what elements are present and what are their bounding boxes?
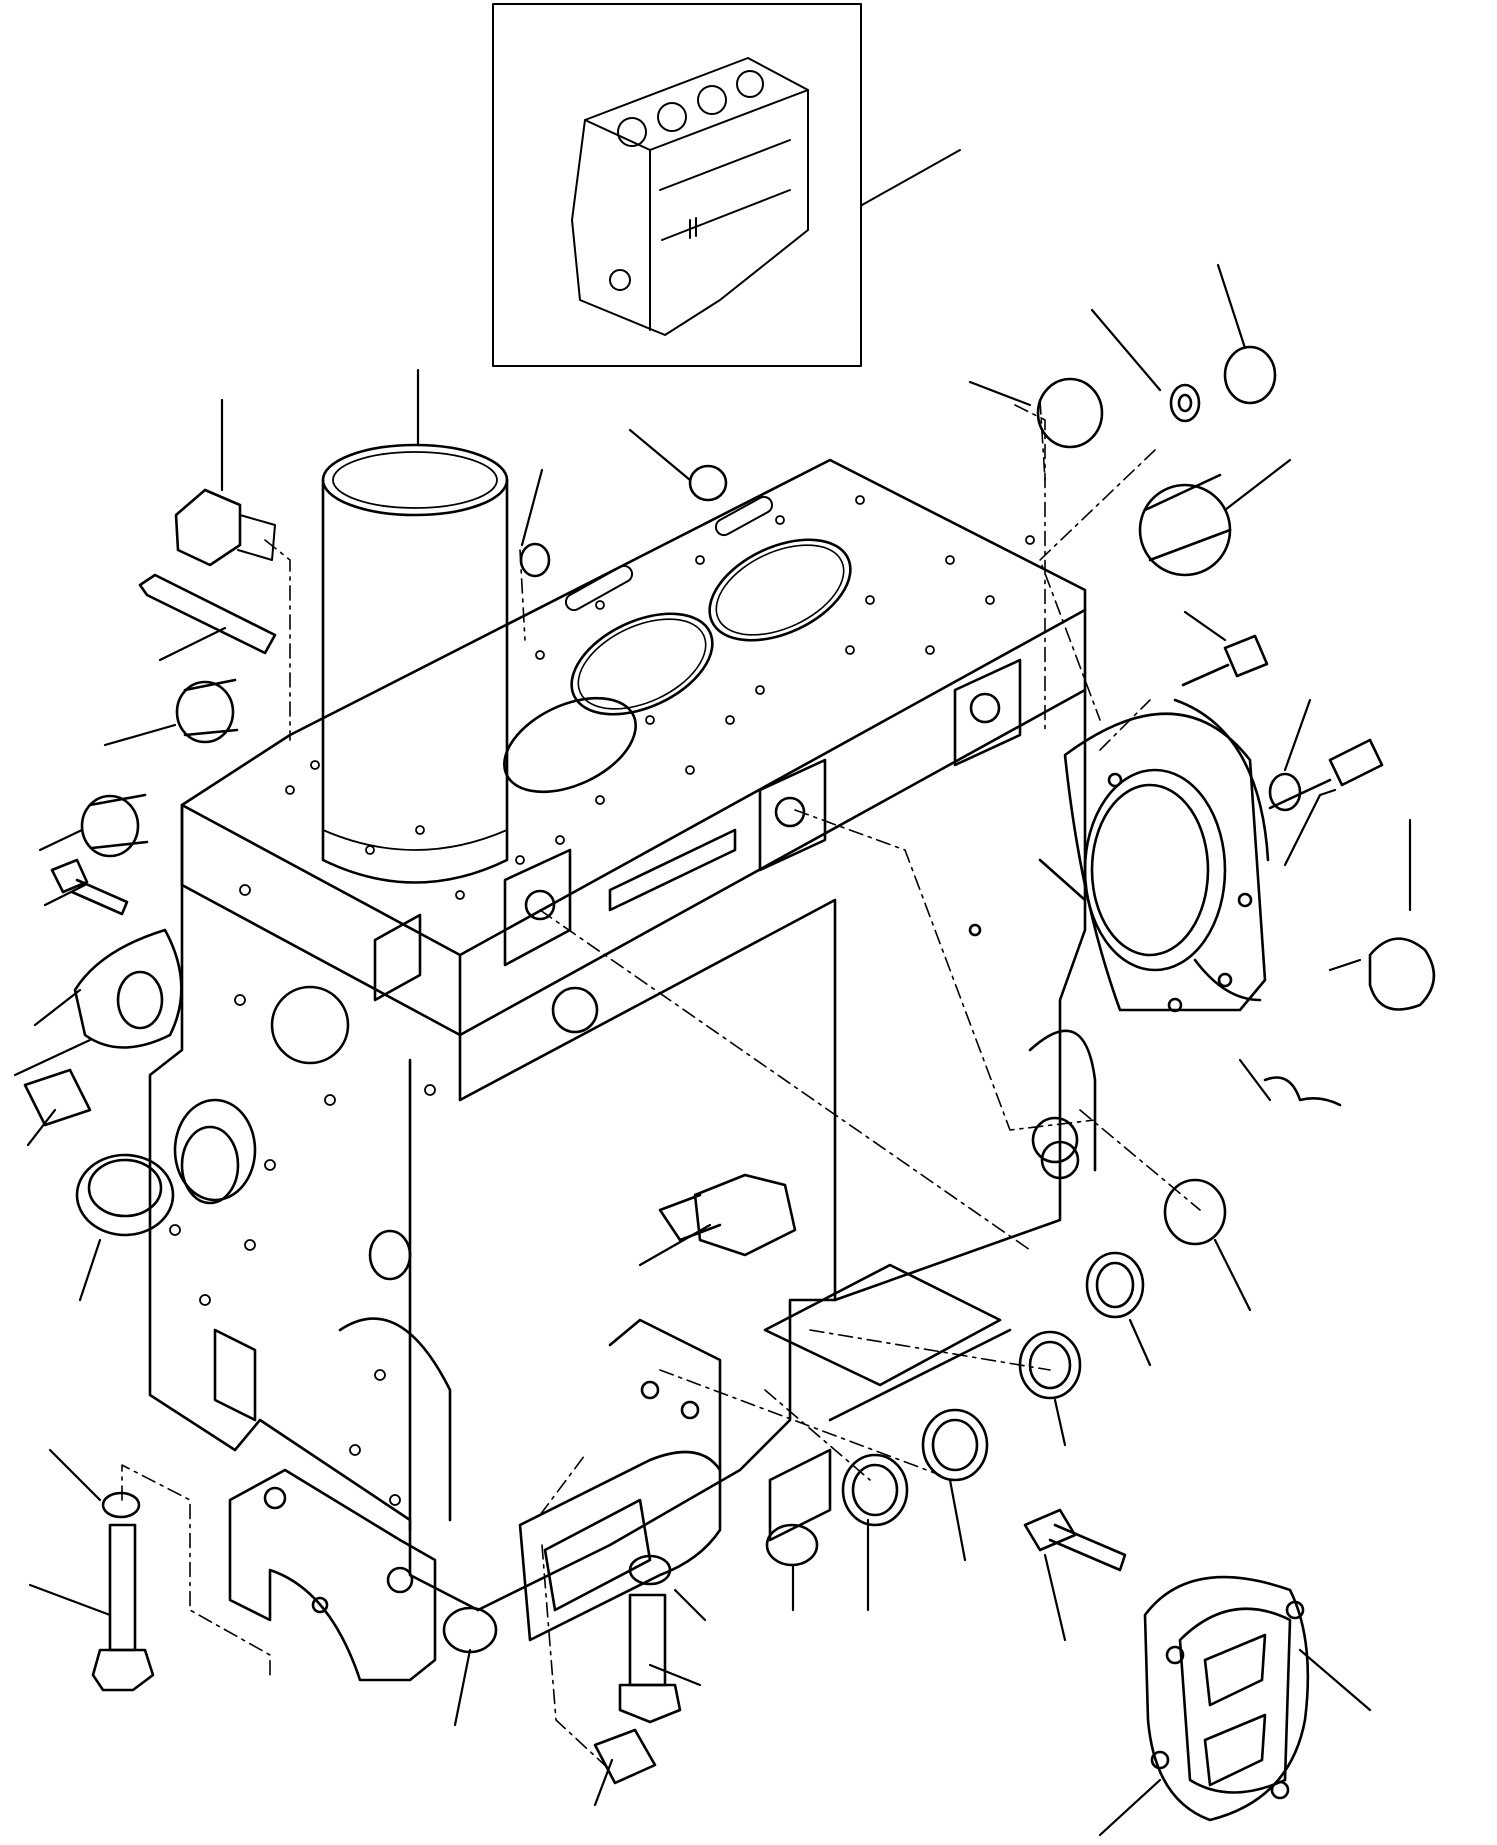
filter-cover-plate (1143, 1575, 1310, 1822)
inset-engine-block-icon (571, 57, 809, 336)
small-parts (23, 345, 1436, 1785)
cylinder-liner (321, 443, 509, 884)
rear-seal-housing (1063, 698, 1342, 1107)
inset-frame (492, 3, 862, 367)
inset-callout-line (861, 149, 961, 206)
main-bearing-cap (228, 1468, 437, 1682)
callout-lines (13, 263, 1412, 1837)
alignment-lines (121, 399, 1201, 1771)
cylinder-block (148, 458, 1097, 1642)
